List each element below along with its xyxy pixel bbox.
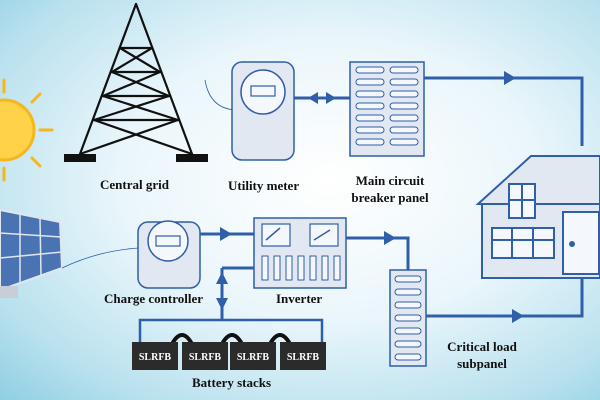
subpanel-house-wire (426, 278, 584, 323)
main-panel-label-line1: Main circuit (355, 173, 425, 188)
battery-inverter-wire (216, 266, 254, 320)
solar-panel-icon (0, 208, 64, 298)
critical-subpanel-label-line2: subpanel (457, 356, 507, 371)
charge-controller-icon (137, 220, 201, 289)
battery-icon-3: SLRFB (230, 342, 276, 370)
controller-inverter-wire (200, 227, 254, 241)
central-grid-label: Central grid (100, 177, 169, 192)
main-panel-label: Main circuit breaker panel (336, 172, 444, 206)
inverter-subpanel-wire (346, 231, 410, 270)
utility-meter-label: Utility meter (228, 178, 300, 193)
battery-bus-wire (138, 318, 324, 342)
battery-connectors (170, 333, 292, 346)
meter-panel-wire (294, 92, 350, 104)
main-breaker-panel-icon (349, 61, 425, 157)
critical-subpanel-icon (389, 269, 427, 367)
battery-stacks-label: Battery stacks (192, 375, 272, 390)
critical-subpanel-label-line1: Critical load (447, 339, 517, 354)
inverter-label: Inverter (276, 291, 323, 306)
main-panel-label-line2: breaker panel (351, 190, 429, 205)
battery-label: SLRFB (237, 352, 270, 363)
battery-stack: SLRFB SLRFB SLRFB SLRFB (132, 342, 326, 370)
battery-icon-4: SLRFB (280, 342, 326, 370)
inverter-icon (253, 217, 347, 289)
sun-icon (0, 78, 54, 182)
battery-label: SLRFB (287, 352, 320, 363)
battery-icon-2: SLRFB (182, 342, 228, 370)
charge-controller-label: Charge controller (104, 291, 204, 306)
house-icon (475, 155, 600, 279)
transmission-tower-icon (64, 2, 208, 162)
critical-subpanel-label: Critical load subpanel (432, 338, 532, 372)
utility-meter-icon (231, 61, 295, 161)
battery-label: SLRFB (139, 352, 172, 363)
panel-house-wire (424, 71, 584, 146)
battery-label: SLRFB (189, 352, 222, 363)
battery-icon-1: SLRFB (132, 342, 178, 370)
